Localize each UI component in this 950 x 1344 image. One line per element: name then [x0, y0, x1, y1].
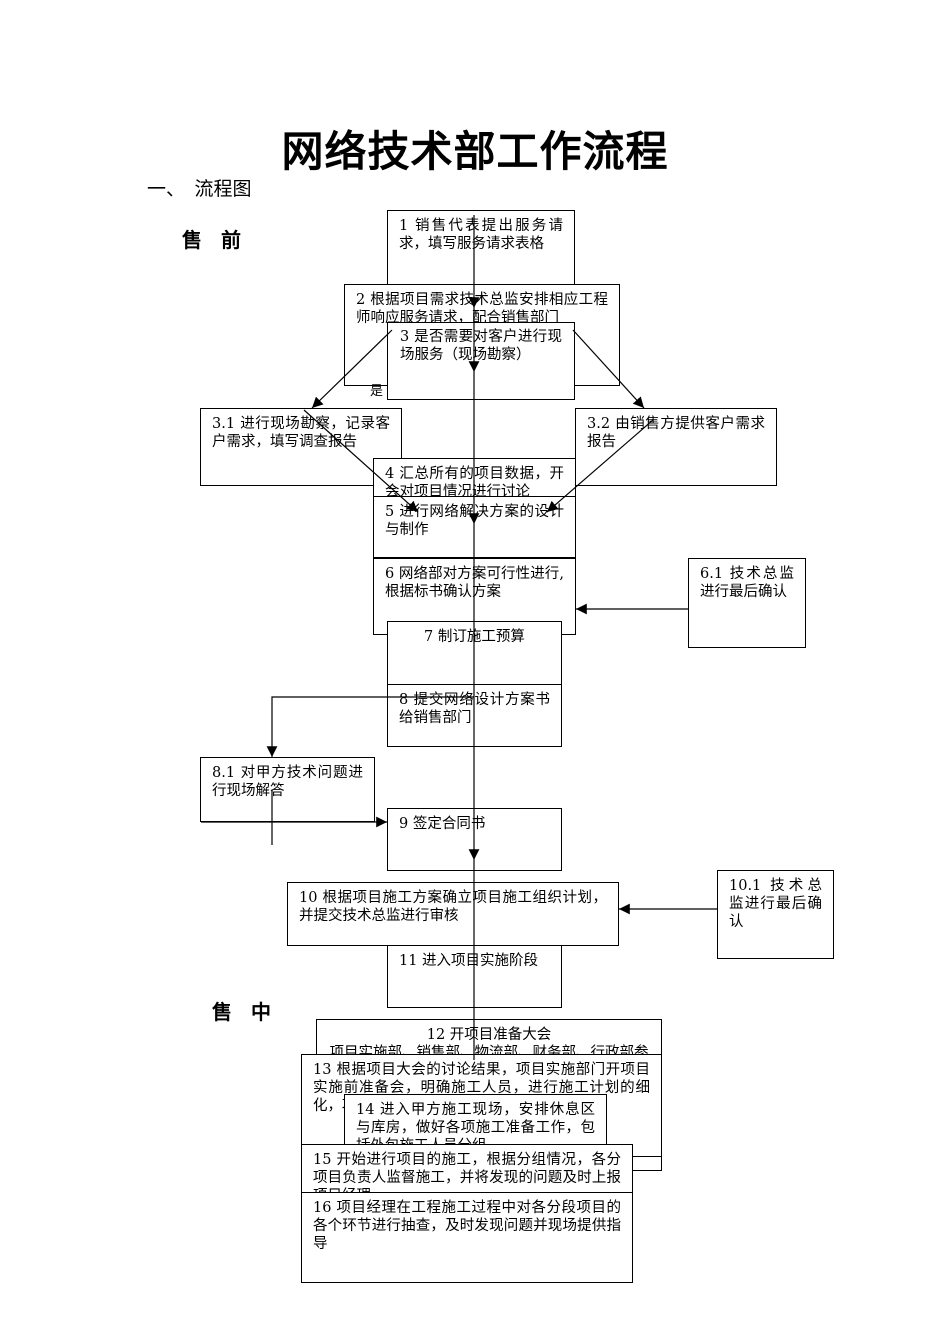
step-1-box: 1 销售代表提出服务请求，填写服务请求表格	[387, 210, 575, 292]
step-6-1-box: 6.1 技术总监进行最后确认	[688, 558, 806, 648]
step-8-1-box: 8.1 对甲方技术问题进行现场解答	[200, 757, 375, 822]
step-3-box: 3 是否需要对客户进行现场服务（现场勘察）	[387, 322, 575, 400]
phase-label-in-sale: 售 中	[212, 1000, 277, 1024]
step-10-1-box: 10.1 技术总监进行最后确认	[717, 870, 834, 959]
step-11-box: 11 进入项目实施阶段	[387, 945, 562, 1008]
step-14-box: 14 进入甲方施工现场，安排休息区与库房，做好各项施工准备工作，包括外包施工人员…	[344, 1094, 607, 1150]
step-3-1-box: 3.1 进行现场勘察，记录客户需求，填写调查报告	[200, 408, 402, 486]
section-heading: 一、 流程图	[147, 178, 252, 200]
page-title: 网络技术部工作流程	[281, 127, 669, 176]
step-5-box: 5 进行网络解决方案的设计与制作	[373, 496, 576, 558]
step-9-box: 9 签定合同书	[387, 808, 562, 871]
step-3-2-box: 3.2 由销售方提供客户需求报告	[575, 408, 777, 486]
step-8-box: 8 提交网络设计方案书给销售部门	[387, 684, 562, 747]
step-12-title: 12 开项目准备大会	[426, 1027, 552, 1043]
step-7-box: 7 制订施工预算	[387, 621, 562, 685]
step-10-box: 10 根据项目施工方案确立项目施工组织计划，并提交技术总监进行审核	[287, 882, 619, 946]
yes-label: 是	[370, 384, 384, 399]
phase-label-pre-sale: 售 前	[182, 228, 247, 252]
step-16-box: 16 项目经理在工程施工过程中对各分段项目的各个环节进行抽查，及时发现问题并现场…	[301, 1192, 633, 1283]
